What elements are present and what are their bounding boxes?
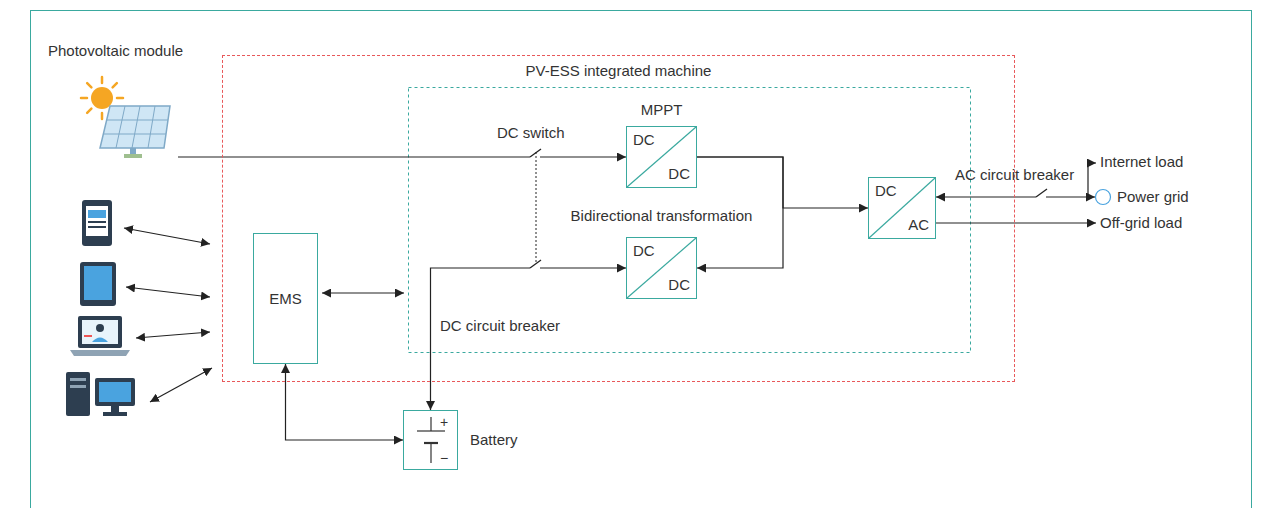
laptop-icon — [70, 316, 130, 356]
battery-symbol — [404, 411, 457, 469]
region-title: PV-ESS integrated machine — [526, 62, 712, 80]
battery-box: +−Battery — [403, 410, 458, 470]
breaker-label: DC circuit breaker — [440, 317, 560, 335]
ac-breaker-symbol — [1036, 189, 1047, 203]
node-text: DC — [875, 182, 897, 200]
node-text: DC — [633, 131, 655, 149]
block-heading: Bidirectional transformation — [571, 207, 753, 225]
connector — [936, 196, 1095, 197]
ems-box: EMS — [253, 233, 318, 364]
node-text: − — [440, 449, 448, 467]
integrated-machine: PV-ESS integrated machineMPPT DC DC Bidirec… — [222, 55, 1015, 382]
converter-region — [409, 88, 971, 353]
pv-symbol — [78, 82, 178, 160]
mppt-converter: MPPTDCDC — [626, 126, 697, 188]
connector — [178, 156, 626, 157]
node-text: DC — [668, 165, 690, 183]
outer-frame — [31, 11, 1252, 508]
bidirectional-converter: Bidirectional transformationDCDC — [626, 237, 697, 299]
connector — [286, 364, 404, 440]
node-text: Power grid — [1117, 188, 1189, 206]
load-label: Off-grid load — [1100, 214, 1182, 232]
node-text: Photovoltaic module — [48, 42, 183, 60]
grid-circle — [1096, 190, 1111, 205]
switch-linkage — [536, 152, 537, 263]
node-text: AC — [908, 216, 929, 234]
converter-diagonal — [627, 238, 696, 298]
dc-breaker-symbol — [530, 260, 541, 274]
converter-diagonal — [869, 178, 935, 238]
inverter-box: DC AC — [868, 177, 936, 239]
phone-icon — [82, 200, 112, 246]
pv-module: Photovoltaic module — [78, 82, 178, 160]
desktop-icon — [66, 372, 135, 416]
pv-illustration — [81, 77, 170, 158]
node-text: Battery — [470, 431, 518, 449]
node-text: DC — [633, 242, 655, 260]
breaker-label: AC circuit breaker — [955, 166, 1074, 184]
load-label: Internet load — [1100, 153, 1183, 171]
connector — [431, 268, 627, 410]
block-heading: MPPT — [641, 101, 683, 119]
power-grid: Power grid — [1095, 189, 1111, 205]
node-text: DC — [668, 276, 690, 294]
grid-symbol — [1095, 189, 1111, 205]
switch-label: DC switch — [497, 124, 565, 142]
device-links — [124, 163, 1096, 402]
tablet-icon — [80, 262, 116, 306]
node-text: EMS — [269, 290, 302, 308]
node-text: + — [440, 413, 448, 431]
converter-diagonal — [627, 127, 696, 187]
